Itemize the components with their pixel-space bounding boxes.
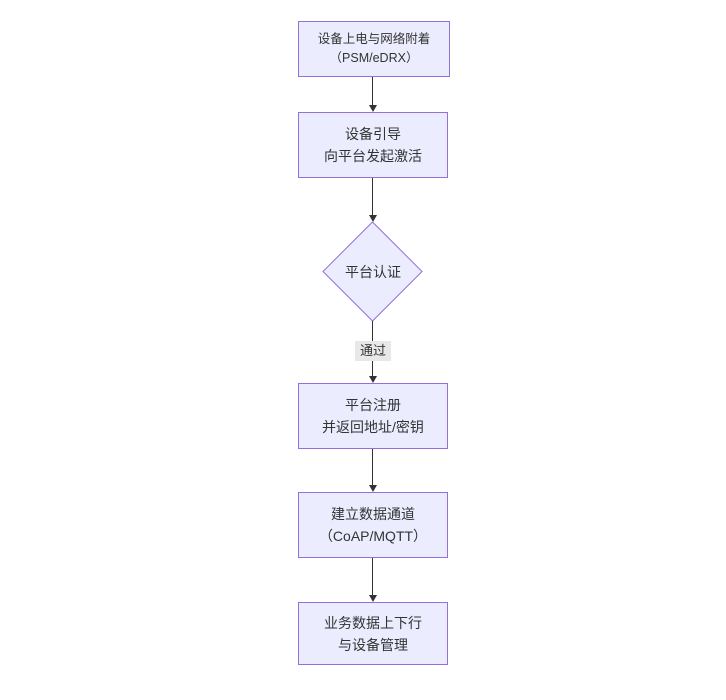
node-line: 平台注册 [345,397,401,413]
node-line: 建立数据通道 [331,506,415,522]
flow-node-business-data: 业务数据上下行 与设备管理 [298,602,448,665]
decision-label: 平台认证 [345,264,401,280]
edge-arrowhead-1 [369,105,377,112]
edge-arrowhead-4 [369,485,377,492]
edge-line-1 [372,77,373,105]
edge-arrowhead-2 [369,215,377,222]
node-line: 并返回地址/密钥 [322,419,424,435]
node-line: （PSM/eDRX） [329,51,419,65]
edge-arrowhead-5 [369,595,377,602]
node-line: 设备上电与网络附着 [317,32,431,46]
flow-node-platform-register: 平台注册 并返回地址/密钥 [298,383,448,449]
edge-arrowhead-3 [369,376,377,383]
node-line: 业务数据上下行 [324,614,422,631]
flow-node-device-bootstrap: 设备引导 向平台发起激活 [298,112,448,178]
edge-line-4 [372,449,373,485]
node-line: 与设备管理 [338,636,408,653]
edge-line-2 [372,178,373,215]
node-line: （CoAP/MQTT） [318,528,428,544]
node-line: 向平台发起激活 [324,148,422,164]
flow-node-data-channel: 建立数据通道 （CoAP/MQTT） [298,492,448,558]
edge-label-pass: 通过 [354,341,392,361]
flow-node-power-network-attach: 设备上电与网络附着 （PSM/eDRX） [298,21,450,77]
edge-line-5 [372,558,373,595]
node-line: 设备引导 [345,126,401,142]
